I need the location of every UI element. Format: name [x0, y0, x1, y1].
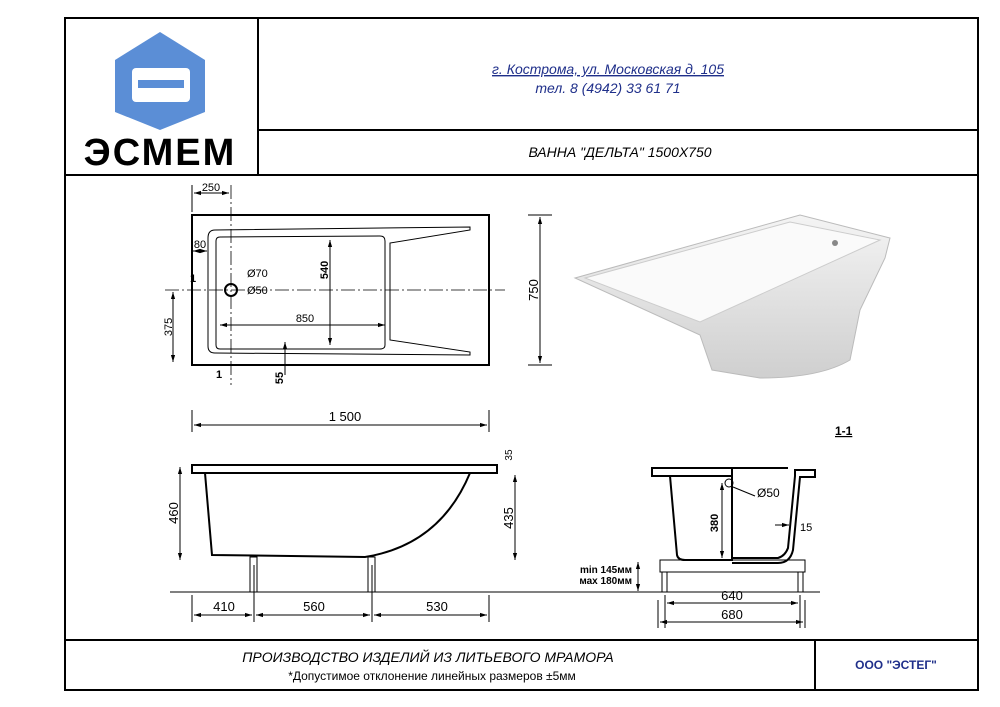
dim-530: 530	[426, 599, 448, 614]
section-drain-dia-50: Ø50	[757, 486, 780, 500]
company-address: г. Кострома, ул. Московская д. 105	[492, 61, 724, 77]
dim-1500: 1 500	[329, 409, 362, 424]
company-phone: тел. 8 (4942) 33 61 71	[535, 80, 680, 96]
dim-680: 680	[721, 607, 743, 622]
dim-850: 850	[296, 313, 314, 325]
leg-height-max: мах 180мм	[579, 576, 632, 587]
footer-tolerance: *Допустимое отклонение линейных размеров…	[288, 669, 576, 683]
footer-production: ПРОИЗВОДСТВО ИЗДЕЛИЙ ИЗ ЛИТЬЕВОГО МРАМОР…	[242, 648, 613, 665]
footer-company: ООО "ЭСТЕГ"	[855, 658, 937, 672]
dim-35: 35	[504, 449, 515, 461]
drain-dia-50: Ø50	[247, 285, 268, 297]
plan-view: 250 80 1 375 540 850 Ø70 Ø50 55 1 750 1 …	[163, 182, 552, 432]
dim-80: 80	[194, 239, 206, 251]
dim-435: 435	[501, 507, 516, 529]
dim-375: 375	[163, 318, 175, 336]
logo-text: ЭСМЕМ	[84, 132, 237, 174]
title-block-frame	[64, 17, 979, 691]
dim-750: 750	[526, 279, 541, 301]
section-label: 1-1	[835, 424, 853, 438]
side-view: 460 435 35 410 560 530 min 145мм мах 180…	[166, 449, 820, 622]
company-logo: ЭСМЕМ	[84, 32, 237, 174]
bathtub-photo	[573, 214, 891, 379]
dim-460: 460	[166, 502, 181, 524]
section-mark-top: 1	[190, 273, 196, 285]
dim-640: 640	[721, 588, 743, 603]
dim-55: 55	[274, 372, 286, 384]
dim-15: 15	[800, 522, 812, 534]
section-mark-bottom: 1	[216, 369, 222, 381]
leg-height-min: min 145мм	[580, 565, 632, 576]
dim-380: 380	[709, 514, 721, 532]
drain-dia-70: Ø70	[247, 268, 268, 280]
section-view: Ø50 380 15 640 680	[651, 467, 816, 628]
product-title: ВАННА "ДЕЛЬТА" 1500Х750	[528, 144, 711, 160]
dim-250: 250	[202, 182, 220, 194]
dim-560: 560	[303, 599, 325, 614]
dim-540: 540	[319, 261, 331, 279]
dim-410: 410	[213, 599, 235, 614]
